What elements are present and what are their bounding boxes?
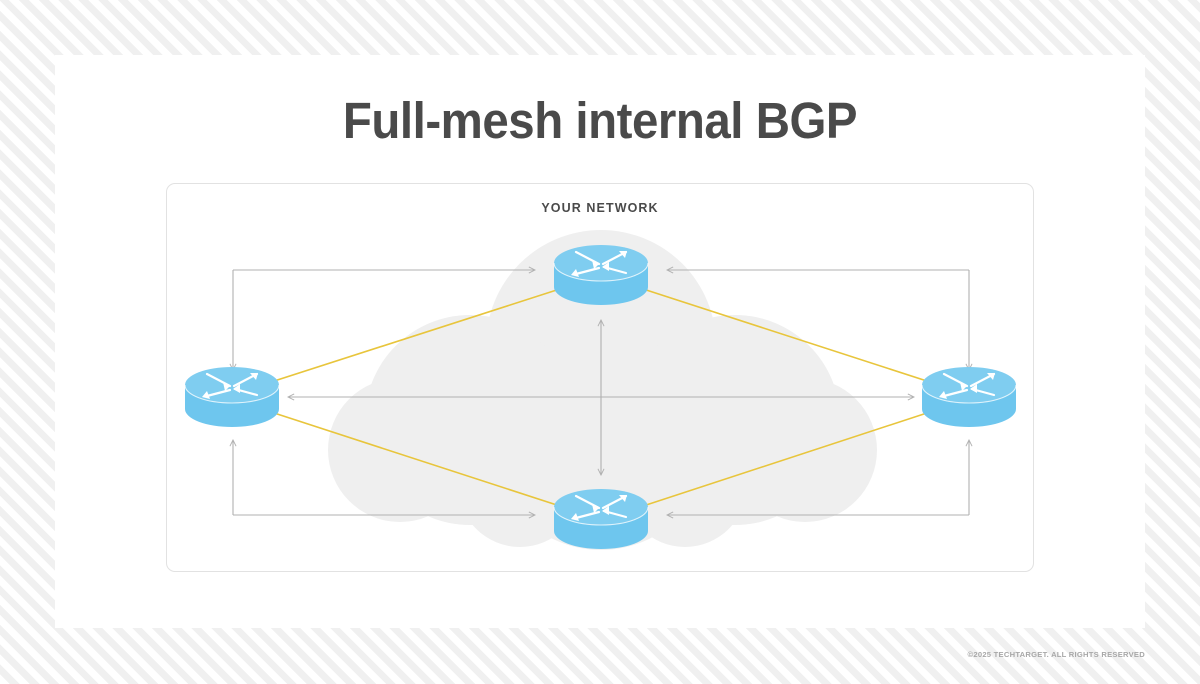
diagram-panel: YOUR NETWORK [166, 183, 1034, 572]
footer-copyright: ©2025 TECHTARGET. ALL RIGHTS RESERVED [967, 650, 1145, 659]
network-panel-label: YOUR NETWORK [541, 201, 659, 215]
slide-card: Full-mesh internal BGP YOUR NETWORK [55, 55, 1145, 628]
page-title: Full-mesh internal BGP [342, 92, 858, 149]
